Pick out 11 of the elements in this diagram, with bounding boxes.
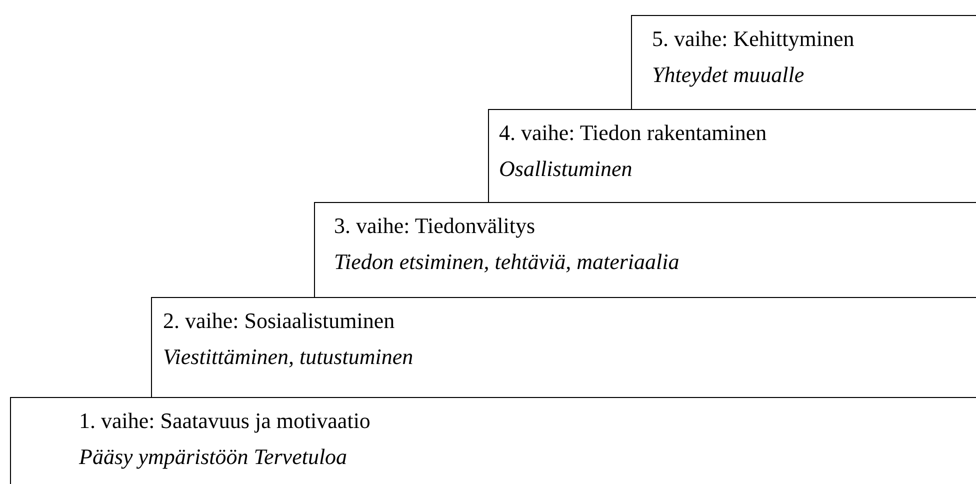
step-box (631, 15, 976, 110)
step-description: Pääsy ympäristöön Tervetuloa (79, 444, 348, 470)
step-description: Viestittäminen, tutustuminen (163, 344, 414, 370)
step-title: 3. vaihe: Tiedonvälitys (334, 213, 536, 239)
step-title: 1. vaihe: Saatavuus ja motivaatio (79, 408, 370, 434)
step-description: Yhteydet muualle (652, 62, 804, 88)
step-title: 4. vaihe: Tiedon rakentaminen (499, 120, 767, 146)
step-title: 5. vaihe: Kehittyminen (652, 26, 854, 52)
step-description: Tiedon etsiminen, tehtäviä, materiaalia (334, 249, 680, 275)
step-description: Osallistuminen (499, 156, 632, 182)
step-title: 2. vaihe: Sosiaalistuminen (163, 308, 395, 334)
